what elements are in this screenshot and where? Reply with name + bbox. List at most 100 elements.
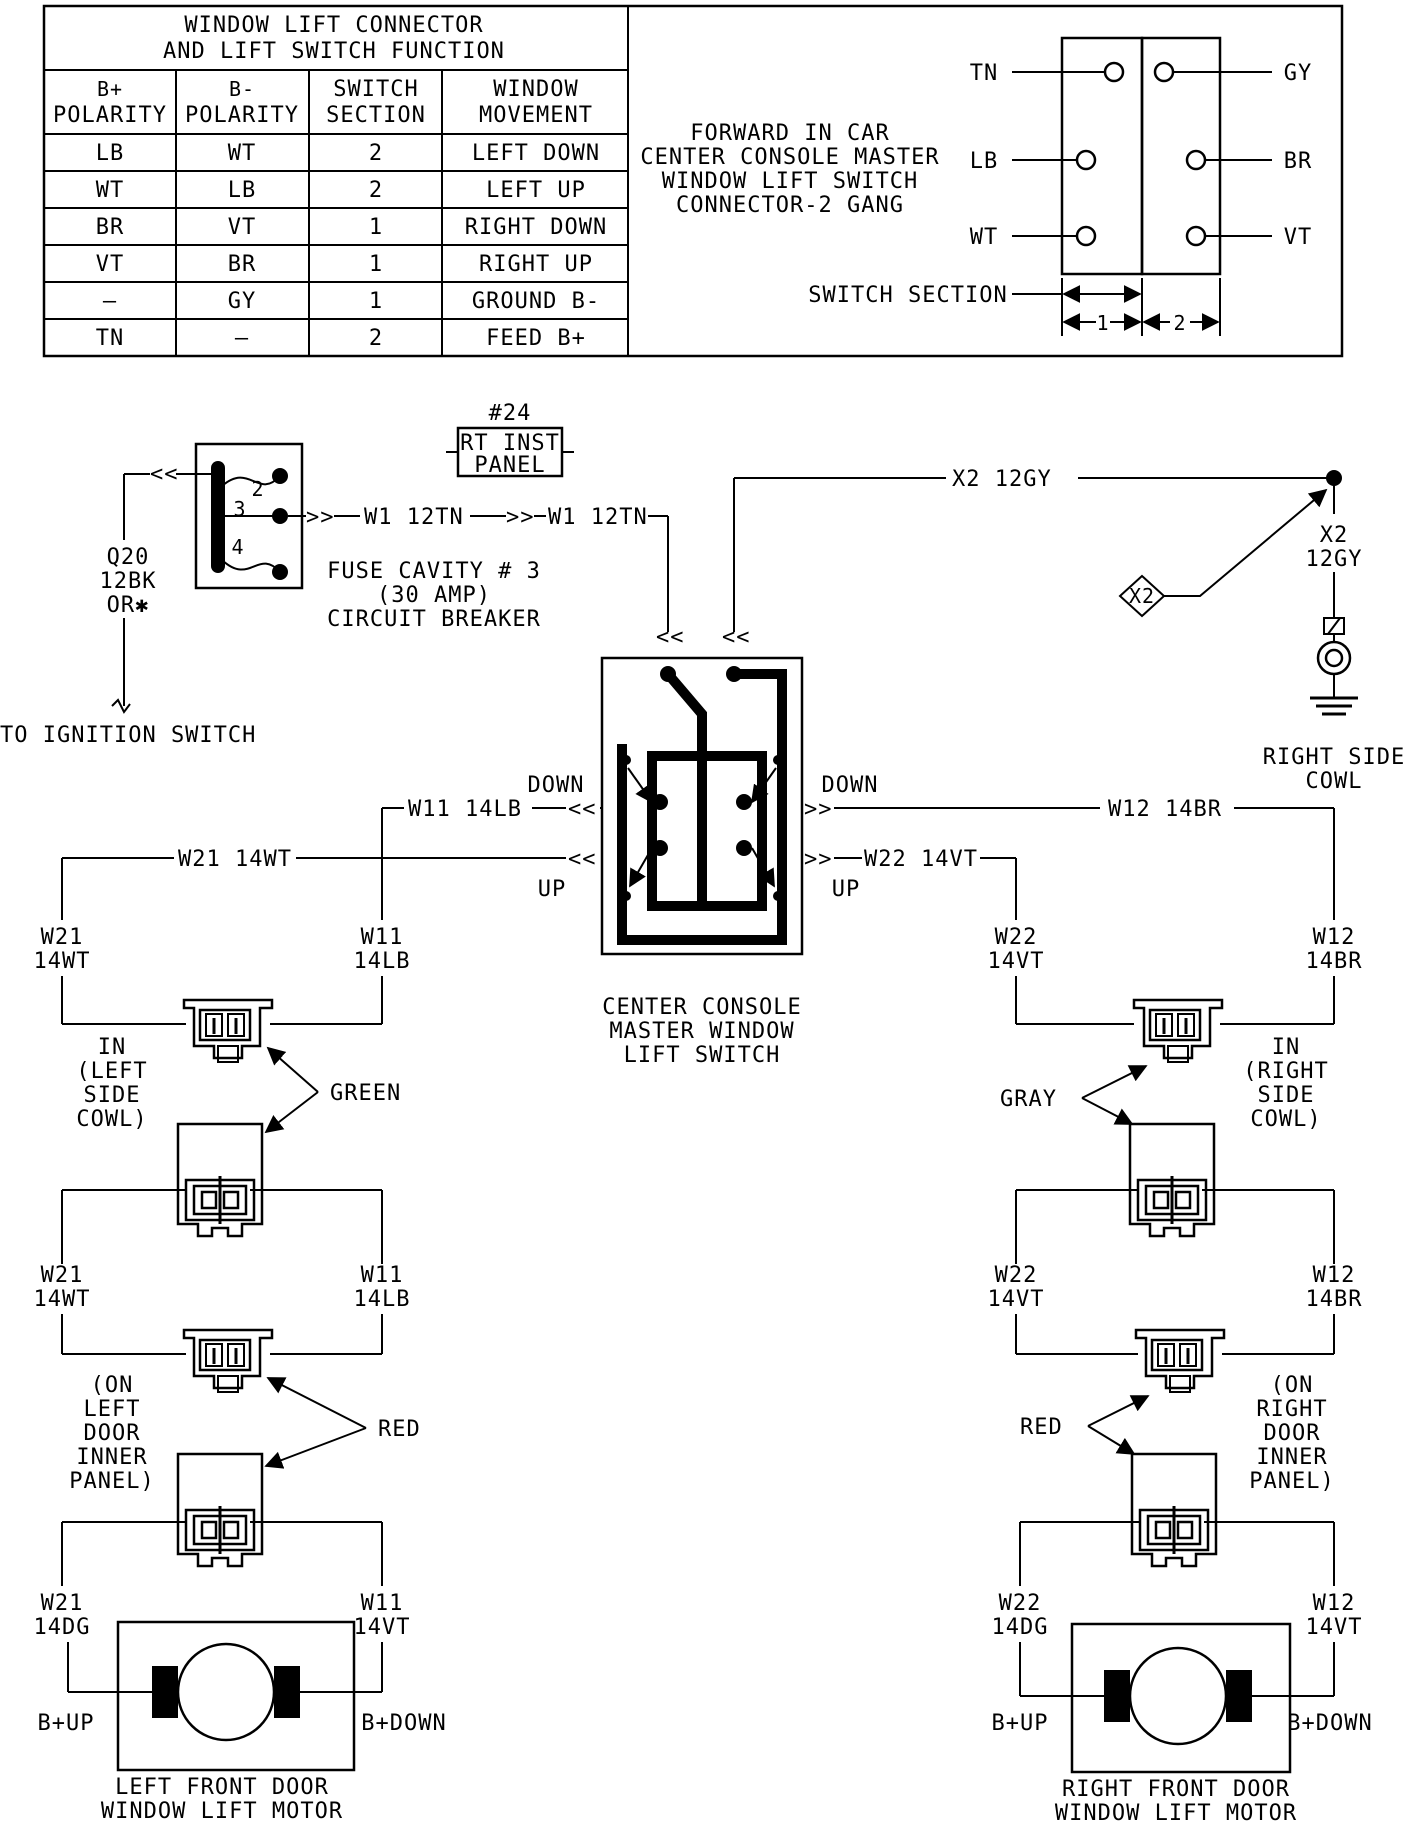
left-red-label: RED bbox=[378, 1417, 421, 1442]
fuse-cavity-line2: (30 AMP) bbox=[377, 583, 491, 608]
header-switch-2: SECTION bbox=[326, 103, 426, 128]
table-cell: 1 bbox=[369, 289, 383, 314]
fuse-cavity-line3: CIRCUIT BREAKER bbox=[327, 607, 541, 632]
master-window-switch: << << DOWN UP DOWN UP CENTER CONSOLE MAS… bbox=[528, 625, 879, 1068]
right-motor-icon bbox=[1128, 1646, 1228, 1746]
table-cell: GROUND B- bbox=[472, 289, 600, 314]
right-switch-wires: >> W12 14BR >> W22 14VT bbox=[804, 797, 1335, 920]
table-cell: LB bbox=[96, 141, 125, 166]
left-door-line1: (ON bbox=[91, 1373, 134, 1398]
connector-desc-line2: CENTER CONSOLE MASTER bbox=[640, 145, 939, 170]
to-ignition-switch: TO IGNITION SWITCH bbox=[0, 723, 256, 748]
right-w22-c-gauge: 14DG bbox=[992, 1615, 1049, 1640]
right-gray-label: GRAY bbox=[1000, 1087, 1057, 1112]
circuit-breaker: #24 RT INST PANEL 2 3 4 FUSE CAVITY # 3 … bbox=[194, 401, 574, 632]
right-w12-a-gauge: 14BR bbox=[1306, 949, 1363, 974]
right-b-down: B+DOWN bbox=[1287, 1711, 1372, 1736]
left-green-label: GREEN bbox=[330, 1081, 401, 1106]
pin-tn-label: TN bbox=[970, 61, 999, 86]
fuse-terminal-3: 3 bbox=[233, 497, 246, 521]
right-motor-line2: WINDOW LIFT MOTOR bbox=[1055, 1801, 1297, 1826]
right-b-up: B+UP bbox=[992, 1711, 1049, 1736]
left-w21-a-gauge: 14WT bbox=[34, 949, 91, 974]
left-motor-icon bbox=[176, 1642, 276, 1742]
left-motor-box bbox=[116, 1620, 356, 1772]
left-w11-a: W11 bbox=[361, 925, 404, 950]
ignition-feed: << Q20 12BK OR✱ TO IGNITION SWITCH bbox=[0, 462, 256, 748]
header-bplus-2: POLARITY bbox=[53, 103, 167, 128]
connector-desc-line4: CONNECTOR-2 GANG bbox=[676, 193, 904, 218]
left-cowl-line4: COWL) bbox=[76, 1107, 147, 1132]
right-w12-a: W12 bbox=[1313, 925, 1356, 950]
svg-text:<<: << bbox=[656, 625, 685, 650]
table-cell: RIGHT DOWN bbox=[465, 215, 607, 240]
ignition-wire-line3: OR✱ bbox=[107, 593, 150, 618]
fuse-cavity-line1: FUSE CAVITY # 3 bbox=[327, 559, 541, 584]
right-motor-box bbox=[1070, 1622, 1292, 1774]
table-title-line1: WINDOW LIFT CONNECTOR bbox=[184, 13, 483, 38]
table-cell: RIGHT UP bbox=[479, 252, 593, 277]
left-door-line5: PANEL) bbox=[69, 1469, 154, 1494]
left-w11-c: W11 bbox=[361, 1591, 404, 1616]
header-switch-1: SWITCH bbox=[333, 77, 418, 102]
left-b-down: B+DOWN bbox=[361, 1711, 446, 1736]
left-cowl-line3: SIDE bbox=[84, 1083, 141, 1108]
ground-label-line1: RIGHT SIDE bbox=[1263, 745, 1405, 770]
table-cell: 2 bbox=[369, 178, 383, 203]
section-2-label: 2 bbox=[1173, 311, 1186, 335]
right-door-line1: (ON bbox=[1271, 1373, 1314, 1398]
left-motor-line1: LEFT FRONT DOOR bbox=[115, 1775, 329, 1800]
left-cowl-line2: (LEFT bbox=[76, 1059, 147, 1084]
right-motor-line1: RIGHT FRONT DOOR bbox=[1062, 1777, 1290, 1802]
table-cell: — bbox=[103, 289, 117, 314]
right-w22-c: W22 bbox=[999, 1591, 1042, 1616]
right-cowl-line2: (RIGHT bbox=[1243, 1059, 1328, 1084]
right-cowl-line4: COWL) bbox=[1250, 1107, 1321, 1132]
w1-label-b: W1 12TN bbox=[548, 505, 648, 530]
table-cell: WT bbox=[96, 178, 125, 203]
fuse-panel-number: #24 bbox=[489, 401, 532, 426]
table-cell: VT bbox=[228, 215, 257, 240]
x2-tag: X2 bbox=[1129, 584, 1155, 608]
table-cell: LEFT DOWN bbox=[472, 141, 600, 166]
right-w12-c: W12 bbox=[1313, 1591, 1356, 1616]
connector-desc-line1: FORWARD IN CAR bbox=[690, 121, 889, 146]
left-b-up: B+UP bbox=[38, 1711, 95, 1736]
table-cell: 1 bbox=[369, 252, 383, 277]
right-w22-a: W22 bbox=[995, 925, 1038, 950]
table-cell: FEED B+ bbox=[486, 326, 586, 351]
pin-lb-label: LB bbox=[970, 149, 999, 174]
function-table: WINDOW LIFT CONNECTOR AND LIFT SWITCH FU… bbox=[42, 4, 1344, 358]
x2-ground-wire: X2 12GY X2 12GY X2 RIGHT SIDE COWL bbox=[733, 467, 1405, 794]
table-cell: WT bbox=[228, 141, 257, 166]
table-cell: BR bbox=[96, 215, 125, 240]
svg-text:>>: >> bbox=[804, 847, 833, 872]
w22-label: W22 14VT bbox=[864, 847, 978, 872]
switch-label-line3: LIFT SWITCH bbox=[624, 1043, 781, 1068]
table-cell: GY bbox=[228, 289, 257, 314]
header-window-1: WINDOW bbox=[493, 77, 578, 102]
x2-line2: 12GY bbox=[1306, 547, 1363, 572]
left-w21-b-gauge: 14WT bbox=[34, 1287, 91, 1312]
right-door-circuit: W22 14VT W12 14BR IN (RIGHT SIDE COWL) G… bbox=[988, 925, 1372, 1826]
header-window-2: MOVEMENT bbox=[479, 103, 593, 128]
right-door-line5: PANEL) bbox=[1249, 1469, 1334, 1494]
connector-face-view: FORWARD IN CAR CENTER CONSOLE MASTER WIN… bbox=[640, 36, 1313, 336]
right-red-label: RED bbox=[1020, 1415, 1063, 1440]
svg-text:<<: << bbox=[722, 625, 751, 650]
left-w21-b: W21 bbox=[41, 1263, 84, 1288]
pin-gy-label: GY bbox=[1284, 61, 1313, 86]
left-w21-a: W21 bbox=[41, 925, 84, 950]
right-cowl-line3: SIDE bbox=[1258, 1083, 1315, 1108]
left-w11-b: W11 bbox=[361, 1263, 404, 1288]
switch-down-right: DOWN bbox=[822, 773, 879, 798]
left-w11-b-gauge: 14LB bbox=[354, 1287, 411, 1312]
right-w12-b-gauge: 14BR bbox=[1306, 1287, 1363, 1312]
header-bminus-1: B- bbox=[229, 77, 255, 101]
table-cell: 2 bbox=[369, 326, 383, 351]
svg-text:<<: << bbox=[568, 847, 597, 872]
w1-label-a: W1 12TN bbox=[364, 505, 464, 530]
left-door-circuit: W21 14WT W11 14LB IN (LEFT SIDE COWL) GR… bbox=[34, 925, 446, 1824]
w11-label: W11 14LB bbox=[408, 797, 522, 822]
right-door-line2: RIGHT bbox=[1256, 1397, 1327, 1422]
